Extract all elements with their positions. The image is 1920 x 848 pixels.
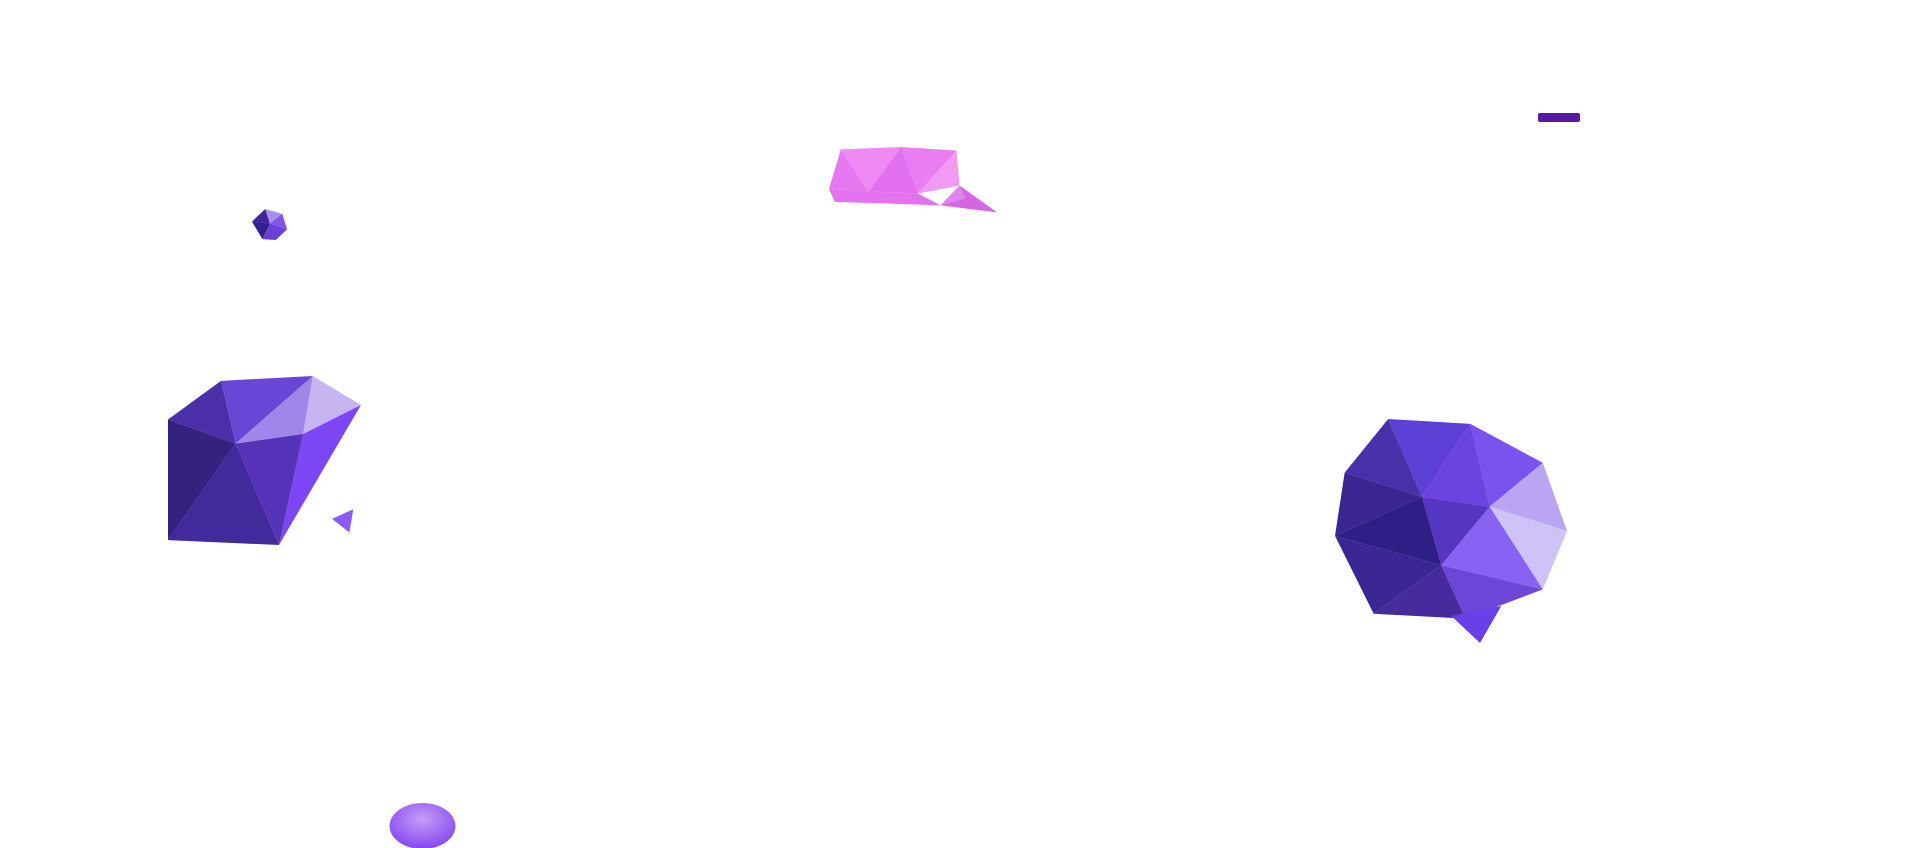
gem-facet xyxy=(251,221,270,240)
pink-crystal-graphic xyxy=(827,147,1000,217)
gem-facet xyxy=(251,208,270,224)
right-gem-icon xyxy=(1335,419,1567,643)
bottom-blob-graphic xyxy=(389,802,456,848)
gem-facet xyxy=(262,223,288,241)
gem-facet xyxy=(168,419,236,541)
gem-facet xyxy=(168,443,279,545)
gem-facet xyxy=(1451,605,1502,643)
gem-facet xyxy=(270,213,288,230)
gem-facet xyxy=(1335,496,1442,566)
gem-facet xyxy=(1489,462,1567,531)
top-dash-decoration xyxy=(1538,113,1580,122)
gem-sparkle xyxy=(332,509,354,533)
gem-facet xyxy=(1441,506,1543,590)
gem-facet xyxy=(1422,423,1490,507)
gem-facet xyxy=(1489,506,1567,590)
gem-facet xyxy=(235,433,304,545)
dash-shape xyxy=(1538,113,1580,122)
gem-facet xyxy=(1335,472,1422,536)
gem-facet xyxy=(1335,535,1442,614)
gem-facet xyxy=(1441,565,1543,619)
gem-facet xyxy=(940,185,966,206)
gem-facet xyxy=(1388,419,1471,497)
bottom-blob-icon xyxy=(389,803,456,848)
pink-crystal-icon xyxy=(828,147,998,213)
gem-facet xyxy=(1422,496,1490,566)
gem-facet xyxy=(1344,419,1422,497)
gem-facet xyxy=(303,376,361,434)
gem-facet xyxy=(828,149,869,192)
gem-facet xyxy=(1373,565,1466,619)
left-gem-graphic xyxy=(168,376,361,545)
left-gem-icon xyxy=(168,376,361,545)
small-gem-icon xyxy=(251,208,288,241)
small-gem-graphic xyxy=(251,208,289,242)
gem-facet xyxy=(168,380,236,444)
gem-facet xyxy=(901,147,957,194)
gem-facet xyxy=(840,147,902,192)
gem-facet xyxy=(1470,423,1543,507)
gem-facet xyxy=(868,147,918,194)
right-gem-graphic xyxy=(1335,419,1567,643)
gem-facet xyxy=(221,376,313,444)
gem-facet xyxy=(917,150,960,194)
gem-facet xyxy=(828,189,941,206)
blob-shape xyxy=(389,803,456,848)
top-dash-icon xyxy=(1538,113,1580,122)
